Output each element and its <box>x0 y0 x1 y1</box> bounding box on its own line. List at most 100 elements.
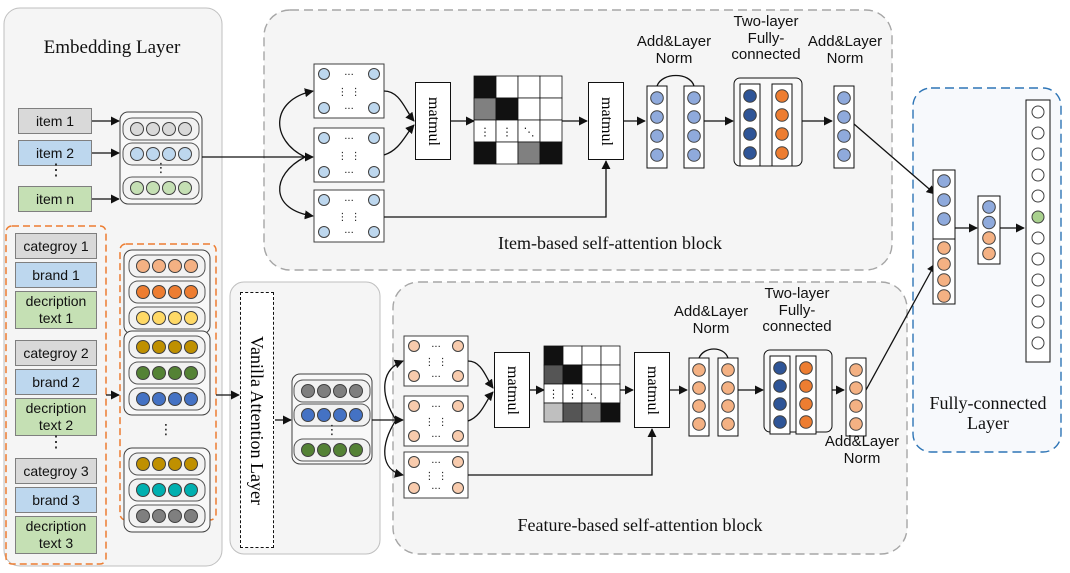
feature-matmul-1: matmul <box>494 352 530 428</box>
hidden-node <box>982 215 996 230</box>
item-attention-scores-dots: ⋮ <box>502 125 513 138</box>
item-key-matrix-node <box>318 166 330 178</box>
feature-norm-vector-b-node <box>721 381 735 395</box>
vanilla-vector-green <box>293 438 371 462</box>
item-vector-blue-node <box>178 147 192 161</box>
item-norm-vector-b-node <box>687 129 701 143</box>
description-3-box: decription text 3 <box>15 516 97 554</box>
feature-norm2-vector-node <box>849 381 863 395</box>
feature-group-2-row-node <box>152 366 166 380</box>
feature-group-2-row-node <box>168 340 182 354</box>
item-query-matrix-vdots: ⋮ ⋮ <box>337 87 360 98</box>
output-node <box>1031 273 1045 287</box>
feature-key-to-matmul-arrow <box>467 391 494 422</box>
feature-key-matrix-node <box>408 400 420 412</box>
feature-group-1-row-node <box>152 259 166 273</box>
item-query-to-matmul-arrow <box>383 90 415 122</box>
feature-key-matrix-dots: ··· <box>431 432 441 443</box>
feature-value-matrix-vdots: ⋮ ⋮ <box>424 471 447 482</box>
feature-group-1-row-node <box>136 311 150 325</box>
item-query-matrix-node <box>368 102 380 114</box>
feature-attention-scores-cell <box>543 364 564 385</box>
feature-value-matrix-dots: ··· <box>431 458 441 469</box>
feature-norm-vector-b-node <box>721 417 735 431</box>
feature-group-2-row-node <box>184 392 198 406</box>
output-node <box>1031 126 1045 140</box>
product-features-group <box>5 225 107 565</box>
feature-group-3-row-node <box>168 483 182 497</box>
feature-group-1-row-node <box>184 285 198 299</box>
feature-group-2-row-node <box>152 392 166 406</box>
item-vector-gray-node <box>146 122 160 136</box>
feature-attention-scores-dots: ⋱ <box>586 387 597 400</box>
vanilla-vector-green-node <box>301 443 315 457</box>
item-vector-green <box>122 176 200 200</box>
item-query-matrix-node <box>368 68 380 80</box>
item-norm-vector-b-node <box>687 91 701 105</box>
vanilla-vector-navy <box>293 403 371 427</box>
feature-group-2-row <box>128 387 206 411</box>
item-key-matrix-node <box>318 132 330 144</box>
brand-1-box: brand 1 <box>15 262 97 288</box>
item-attention-scores-cell <box>539 75 563 99</box>
vanilla-vector-navy-node <box>301 408 315 422</box>
item-ffn-layer-2-node <box>775 146 789 160</box>
feature-group-2-row-node <box>136 340 150 354</box>
hidden-node <box>982 200 996 214</box>
vanilla-vector-navy-node <box>349 408 363 422</box>
feature-ffn-layer-2-node <box>799 397 813 411</box>
feature-key-matrix-node <box>452 430 464 442</box>
feature-ffn-layer-1-node <box>773 397 787 411</box>
item-vector-blue <box>122 142 200 166</box>
vanilla-vector-navy-node <box>333 408 347 422</box>
item-1-box: item 1 <box>18 108 92 134</box>
item-attention-scores-cell <box>473 141 497 165</box>
feature-key-matrix-dots: ··· <box>431 402 441 413</box>
feature-key-matrix-node <box>408 430 420 442</box>
item-attention-scores-cell <box>517 97 541 121</box>
feature-block-title: Feature-based self-attention block <box>517 515 763 535</box>
item-value-matrix-vdots: ⋮ ⋮ <box>337 212 360 223</box>
feature-group-1-row <box>128 280 206 304</box>
feature-ffn-label: Two-layer Fully-connected <box>762 285 832 335</box>
item-norm-vector-a-node <box>650 129 664 143</box>
feature-key-matrix-vdots: ⋮ ⋮ <box>424 417 447 428</box>
feature-group-1-row-node <box>136 259 150 273</box>
item-attention-scores-cell <box>495 75 519 99</box>
item-n-box: item n <box>18 186 92 212</box>
item-ffn-layer-2-node <box>775 89 789 103</box>
feature-to-concat-arrow <box>865 263 936 391</box>
item-norm2-vector-node <box>837 148 851 162</box>
feature-ffn-layer-1 <box>769 355 791 435</box>
feature-ffn-layer-2-node <box>799 415 813 429</box>
item-vector-ellipsis: ⋮ <box>155 161 168 176</box>
feature-value-to-matmul-arrow <box>468 428 657 476</box>
feature-attention-scores-cell <box>543 345 564 366</box>
vanilla-vector-gray-node <box>349 384 363 398</box>
feature-ffn-layer-1-node <box>773 415 787 429</box>
item-attention-scores-dots: ⋱ <box>524 125 535 138</box>
vanilla-vector-gray <box>293 379 371 403</box>
item-vector-gray-node <box>130 122 144 136</box>
item-key-matrix-dots: ··· <box>344 134 354 145</box>
item-attention-scores-cell <box>517 141 541 165</box>
feature-group-3-row-node <box>136 509 150 523</box>
feature-query-matrix-vdots: ⋮ ⋮ <box>424 357 447 368</box>
item-vector-gray <box>122 117 200 141</box>
item-norm2-vector <box>833 85 855 169</box>
feature-ffn-layer-2 <box>795 355 817 435</box>
feature-group-1-row-node <box>152 311 166 325</box>
feature-norm-vector-a-node <box>692 363 706 377</box>
feature-attention-scores-cell <box>600 345 621 366</box>
feature-ffn-layer-1-node <box>773 361 787 375</box>
item-attention-scores-cell <box>473 97 497 121</box>
output-node <box>1031 315 1045 329</box>
feature-group-3-row-node <box>168 509 182 523</box>
feature-query-matrix-dots: ··· <box>431 342 441 353</box>
feature-to-query-arrow <box>384 359 404 421</box>
fc-layer-title: Fully-connected Layer <box>929 393 1047 433</box>
feature-group-2-row <box>128 335 206 359</box>
feature-group-2-row-node <box>168 392 182 406</box>
feature-group-2-row-node <box>136 366 150 380</box>
